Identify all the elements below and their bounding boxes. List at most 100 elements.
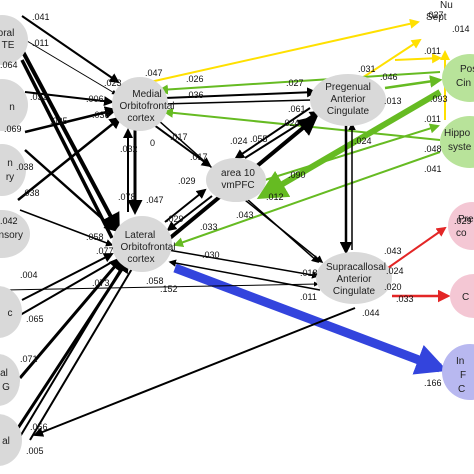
edge-label: .036	[92, 110, 110, 120]
edge-lofc-left5	[6, 261, 113, 323]
edge-label: .024	[386, 266, 404, 276]
edge-supra-left7	[33, 307, 356, 437]
pink1-line2: co	[456, 228, 467, 239]
node-medial-ofc[interactable]: Medial Orbitofrontal cortex	[112, 77, 175, 131]
node-right-hippocampal-system[interactable]: Hippo syste	[440, 116, 474, 168]
edge-left3-mofc	[24, 106, 118, 134]
nucleus-line1: Nu	[440, 0, 453, 11]
edge-left5-supra	[4, 281, 319, 291]
medial-ofc-line2: Orbitofrontal	[119, 101, 174, 112]
left1-line2: TE	[2, 40, 15, 51]
edge-label: .011	[424, 46, 441, 56]
edge-label: .058	[146, 276, 164, 286]
nucleus-line2: Sept	[426, 12, 447, 23]
edge-green-pregenual-posterior	[384, 75, 443, 90]
edge-label: .038	[22, 188, 40, 198]
edge-label: .027	[286, 78, 304, 88]
edge-label: .032	[30, 92, 48, 102]
node-pregenual-acc[interactable]: Pregenual Anterior Cingulate	[310, 74, 386, 126]
left2-line1: n	[9, 102, 15, 113]
edge-label: .055	[250, 134, 268, 144]
medial-ofc-line1: Medial	[132, 89, 161, 100]
edge-label: .013	[384, 96, 402, 106]
supracallosal-line3: Cingulate	[333, 286, 376, 297]
edge-pregenual-mofc	[161, 99, 313, 105]
edge-mofc-pregenual	[164, 87, 317, 99]
edge-label: .004	[20, 270, 38, 280]
edge-label: .041	[424, 164, 442, 174]
lateral-ofc-line2: Orbitofrontal	[120, 242, 175, 253]
edge-label: .005	[26, 446, 44, 456]
edge-green-hippo-area10	[256, 89, 442, 200]
node-left-7[interactable]: al	[0, 414, 22, 466]
edge-label: .043	[236, 210, 254, 220]
edge-label: .043	[384, 246, 402, 256]
node-left-5[interactable]: c	[0, 286, 22, 338]
edge-label: .073	[92, 278, 110, 288]
edge-left1-mofc	[21, 15, 120, 84]
edge-label: .036	[186, 90, 204, 100]
node-right-insula[interactable]: In F C	[442, 344, 474, 400]
edge-label: .166	[424, 378, 442, 388]
posterior-line2: Cin	[456, 78, 471, 89]
edge-label: .047	[145, 68, 163, 78]
left3-line1: n	[7, 158, 13, 169]
insula-line3: C	[458, 384, 465, 395]
node-right-posterior-cingulate[interactable]: Pos Cin	[442, 54, 474, 102]
edge-label: .027	[426, 10, 444, 20]
pregenual-line3: Cingulate	[327, 106, 370, 117]
edge-label: .029	[454, 216, 472, 226]
edge-yellow-pregenual-nucleus	[361, 38, 422, 79]
node-left-2[interactable]: n	[0, 79, 28, 131]
node-area10-vmpfc[interactable]: area 10 vmPFC	[206, 158, 266, 202]
edge-lofc-area10	[164, 188, 207, 223]
edge-label: .071	[20, 354, 38, 364]
node-left-6[interactable]: al G	[0, 354, 20, 406]
insula-line1: In	[456, 356, 464, 367]
left1-line1: oral	[0, 28, 14, 39]
edge-label: .017	[170, 132, 188, 142]
hippo-line2: syste	[448, 142, 472, 153]
edge-blue-lofc-insula	[173, 263, 448, 375]
left5-line1: c	[8, 308, 13, 319]
pregenual-line1: Pregenual	[325, 82, 371, 93]
edge-label: .078	[118, 192, 136, 202]
edge-lofc-supra	[167, 249, 320, 279]
edge-label: .024	[230, 136, 248, 146]
edge-label: .033	[396, 294, 414, 304]
edge-area10-lofc	[166, 195, 213, 232]
edge-label: .042	[0, 216, 18, 226]
hippo-line1: Hippo	[444, 128, 471, 139]
pink2-line1: C	[462, 292, 469, 303]
node-right-pink-2[interactable]: C	[450, 274, 474, 318]
edge-label: .030	[202, 250, 220, 260]
edge-label: .024	[282, 118, 300, 128]
edge-left6-lofc	[18, 255, 124, 379]
edge-left1-lofc	[20, 49, 120, 234]
posterior-line1: Pos	[460, 64, 474, 75]
edge-green-posterior-mofc	[158, 71, 441, 95]
edge-area10-supra	[239, 195, 324, 263]
node-supracallosal-acc[interactable]: Supracallosal Anterior Cingulate	[316, 252, 392, 304]
edge-label: .024	[354, 136, 372, 146]
node-lateral-ofc[interactable]: Lateral Orbitofrontal cortex	[112, 216, 176, 272]
edge-label: .012	[266, 192, 284, 202]
edge-label: .058	[86, 232, 104, 242]
area10-line2: vmPFC	[221, 180, 254, 191]
edge-label: .093	[430, 94, 448, 104]
edge-green-hippo-lofc	[173, 151, 441, 248]
node-left-oral-te[interactable]: oral TE	[0, 15, 28, 65]
node-right-pink-1[interactable]: Pre co	[448, 202, 474, 250]
edge-label: .090	[288, 170, 306, 180]
supracallosal-line2: Anterior	[336, 274, 372, 285]
edge-label: .029	[178, 176, 196, 186]
edge-label: .017	[190, 152, 208, 162]
left6-line1: al	[0, 368, 8, 379]
node-left-4-sensory[interactable]: ensory	[0, 210, 30, 258]
node-right-nucleus-septum[interactable]: Nu Sept	[426, 0, 453, 23]
node-left-3[interactable]: n ry	[0, 144, 26, 196]
edge-label: .020	[384, 282, 402, 292]
edge-label: .038	[16, 162, 34, 172]
